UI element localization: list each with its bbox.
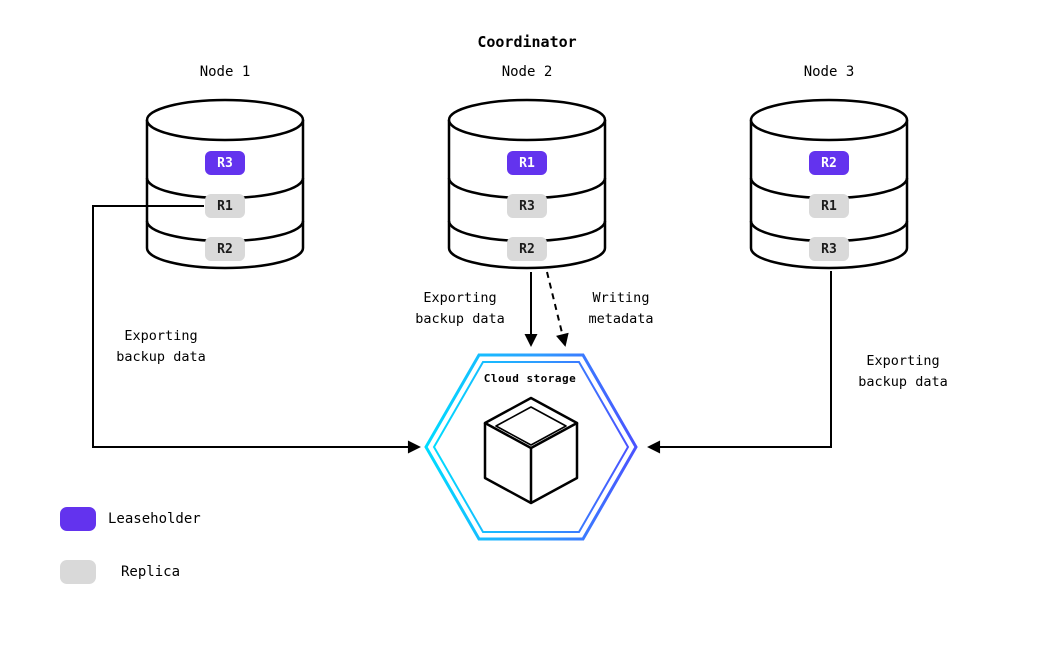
arrow-node1-to-cloud [92, 205, 421, 454]
edge-label-line: backup data [116, 349, 206, 365]
edge-label-line: Exporting [423, 290, 497, 306]
leaseholder-badge: R2 [809, 151, 849, 175]
node-1-label: Node 1 [199, 64, 251, 80]
replica-badge: R1 [809, 194, 849, 218]
replica-badge: R3 [507, 194, 547, 218]
edge-label-node2-export: Exporting backup data [360, 288, 560, 330]
edge-label-line: Writing [592, 290, 650, 306]
legend-leaseholder-label: Leaseholder [108, 511, 201, 527]
coordinator-title: Coordinator [477, 33, 577, 51]
leaseholder-badge: R1 [507, 151, 547, 175]
leaseholder-badge: R3 [205, 151, 245, 175]
node-3-label: Node 3 [803, 64, 855, 80]
edge-label-line: backup data [415, 311, 505, 327]
edge-label-line: Exporting [866, 353, 940, 369]
edge-label-line: Exporting [124, 328, 198, 344]
legend-leaseholder-swatch [60, 507, 96, 531]
edge-label-node2-metadata: Writing metadata [521, 288, 721, 330]
legend-replica-label: Replica [121, 564, 181, 580]
node-2-label: Node 2 [501, 64, 553, 80]
edge-label-line: backup data [858, 374, 948, 390]
arrow-node3-to-cloud [647, 271, 832, 454]
legend-replica-swatch [60, 560, 96, 584]
cube-icon [483, 396, 579, 505]
replica-badge: R1 [205, 194, 245, 218]
edge-label-node1-export: Exporting backup data [61, 326, 261, 368]
cloud-storage-label: Cloud storage [483, 372, 577, 385]
arrow-node2-metadata-to-cloud [546, 271, 569, 347]
replica-badge: R2 [205, 237, 245, 261]
edge-label-line: metadata [588, 311, 654, 327]
edge-label-node3-export: Exporting backup data [803, 351, 1003, 393]
replica-badge: R3 [809, 237, 849, 261]
replica-badge: R2 [507, 237, 547, 261]
